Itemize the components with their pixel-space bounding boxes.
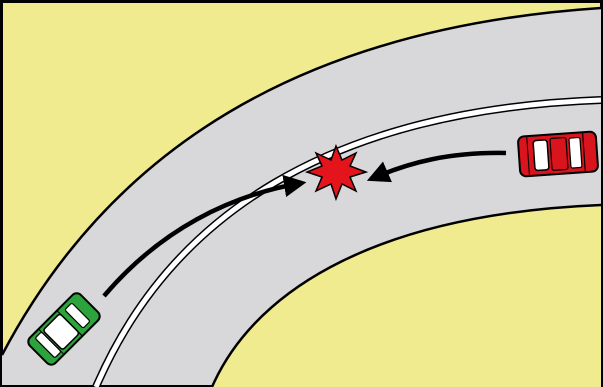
road-inner-edge: [210, 203, 602, 387]
green-car-icon: [27, 292, 101, 366]
inner-grass-island: [212, 205, 601, 387]
red-car-path-arrow: [366, 150, 507, 183]
green-car-path-arrow: [102, 174, 307, 298]
road-outer-edge: [0, 6, 602, 356]
red-car-icon: [517, 130, 599, 178]
lane-line: [93, 97, 602, 387]
impact-burst-icon: [304, 143, 369, 202]
